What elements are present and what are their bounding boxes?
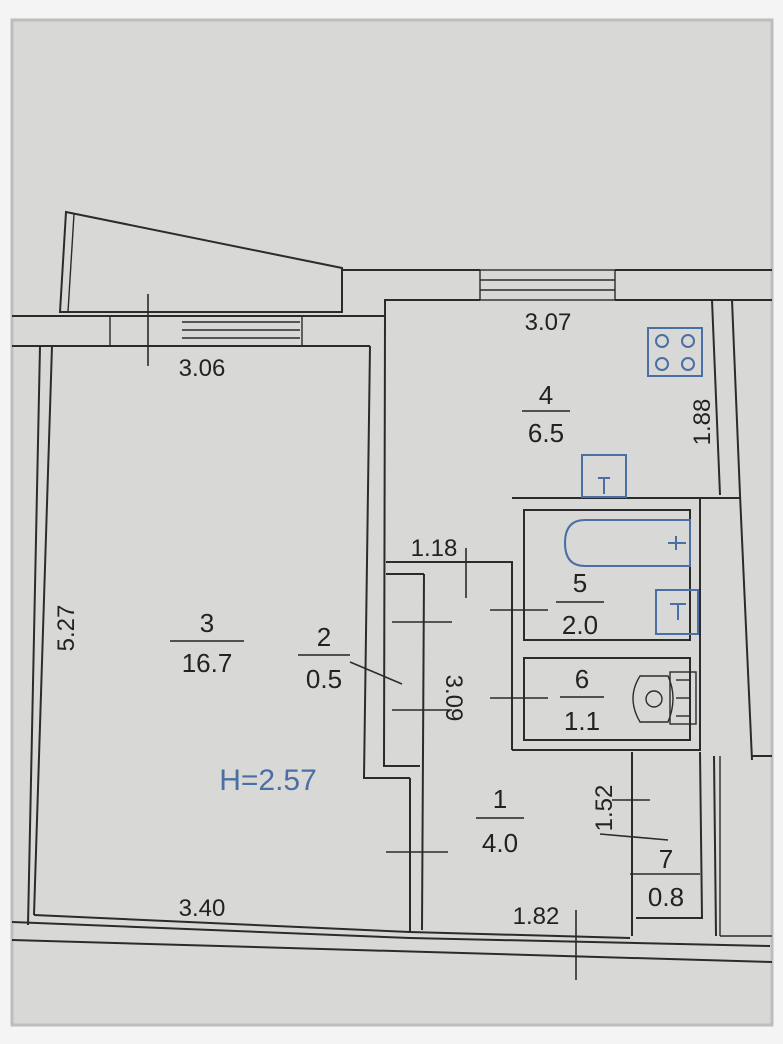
- room-area: 1.1: [564, 706, 600, 736]
- room-area: 0.5: [306, 664, 342, 694]
- dimension-hall-bottom: 1.82: [513, 903, 560, 930]
- room-area: 0.8: [648, 882, 684, 912]
- toilet-icon: [632, 671, 697, 725]
- balcony: [58, 210, 343, 313]
- room-number: 4: [539, 380, 553, 410]
- room-area: 16.7: [182, 648, 233, 678]
- dimension-room3-top: 3.06: [179, 355, 226, 382]
- room-label-7: 7 0.8: [648, 844, 684, 912]
- washbasin-icon: [655, 589, 699, 635]
- room-number: 7: [659, 844, 673, 874]
- ceiling-height-label: H=2.57: [219, 764, 317, 797]
- dimension-room3-side: 5.27: [53, 605, 80, 652]
- room-label-5: 5 2.0: [556, 568, 604, 640]
- room-number: 6: [575, 664, 589, 694]
- dimension-ticks: [349, 548, 700, 980]
- sink-icon: [581, 454, 627, 498]
- room-number: 3: [200, 608, 214, 638]
- dimension-corridor-top: 1.18: [411, 535, 458, 562]
- dimension-room4-top: 3.07: [525, 309, 572, 336]
- paper-sheet: [12, 20, 772, 1025]
- interior-walls: [362, 299, 772, 937]
- dimension-room3-bottom: 3.40: [179, 895, 226, 922]
- room-number: 1: [493, 784, 507, 814]
- window-room4: [479, 269, 616, 301]
- dimension-room7-side: 1.52: [591, 785, 618, 832]
- outer-walls: [11, 269, 773, 963]
- room-number: 2: [317, 622, 331, 652]
- dimension-corridor-side: 3.09: [440, 675, 467, 722]
- dimension-room4-side: 1.88: [689, 399, 716, 446]
- bathtub-icon: [563, 519, 691, 567]
- room-label-2: 2 0.5: [298, 622, 350, 694]
- room-number: 5: [573, 568, 587, 598]
- room-label-3: 3 16.7: [170, 608, 244, 678]
- room-label-1: 1 4.0: [476, 784, 524, 858]
- stove-icon: [647, 327, 703, 377]
- room-area: 4.0: [482, 828, 518, 858]
- room-area: 6.5: [528, 418, 564, 448]
- room-label-6: 6 1.1: [560, 664, 604, 736]
- window-room3: [109, 294, 303, 366]
- room-label-4: 4 6.5: [522, 380, 570, 448]
- room-area: 2.0: [562, 610, 598, 640]
